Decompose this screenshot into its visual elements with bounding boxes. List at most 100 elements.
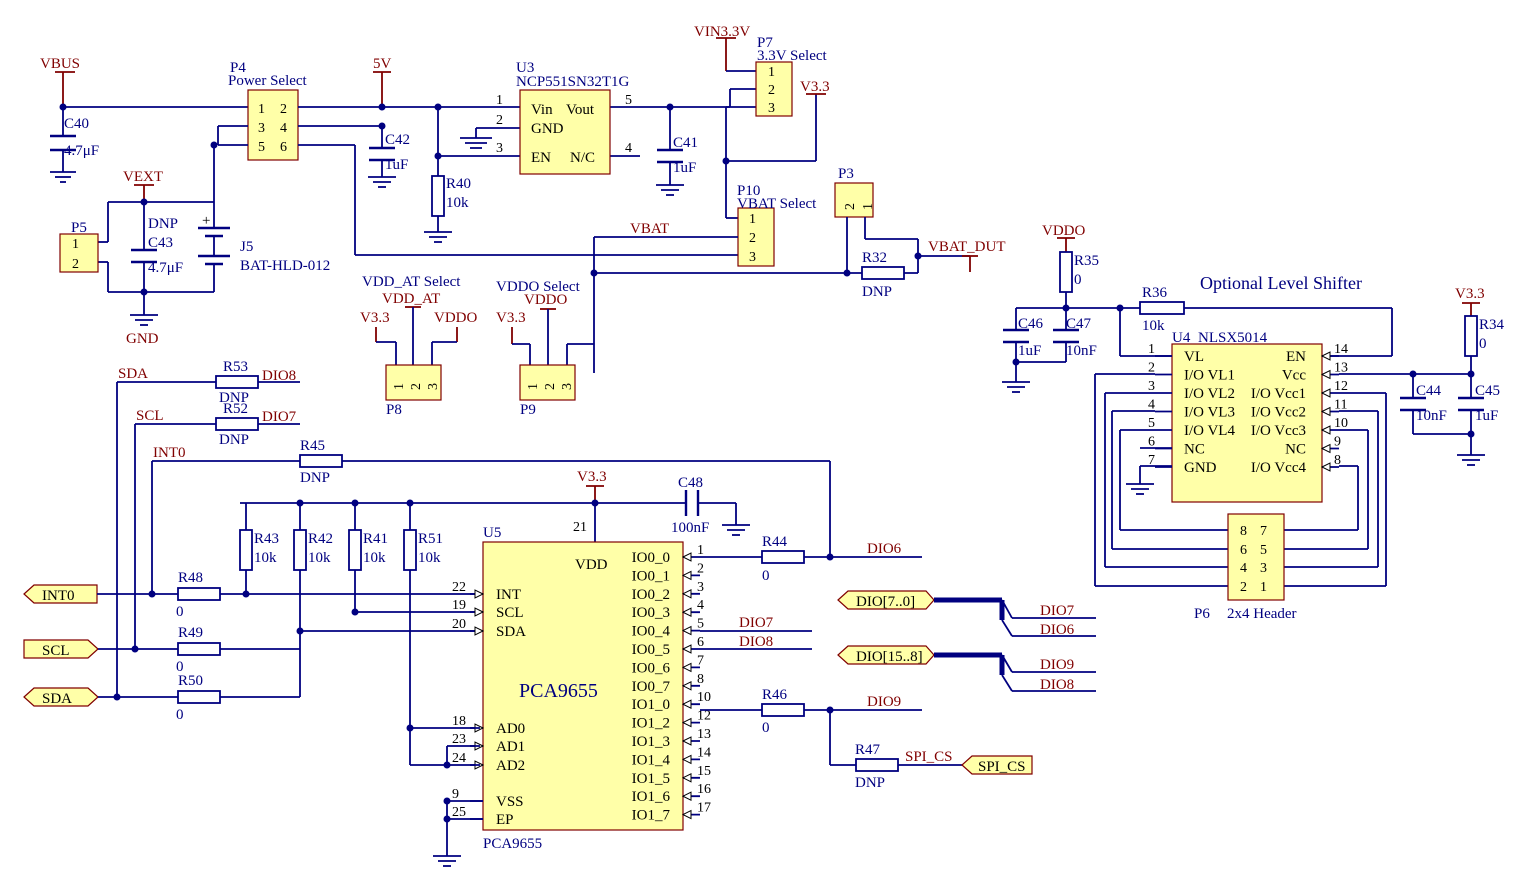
u5-pin-arrow [681,607,692,618]
u5-pin-arrow [681,570,692,581]
dio-hi-port[interactable]: DIO[15..8] [837,645,935,665]
svg-text:2: 2 [72,257,79,272]
r40-resistor: R40 10k [431,175,471,232]
svg-text:EN: EN [531,150,551,166]
u5-pin-label: IO1_4 [632,752,671,768]
svg-text:P9: P9 [520,402,536,418]
svg-text:R41: R41 [363,531,388,547]
u5-pin-number: 2 [697,561,704,576]
p8-wires [375,306,458,365]
svg-text:10k: 10k [1142,318,1165,334]
u5-pin-arrow [681,588,692,599]
svg-text:2: 2 [768,83,775,98]
svg-text:SDA: SDA [118,366,148,382]
u4-pin-arrow [1320,425,1331,435]
svg-text:0: 0 [762,568,770,584]
r51-resistor: R51 10k [403,529,443,571]
u5-pin-number: 20 [452,617,466,632]
u4-pin-label: I/O VL1 [1184,368,1235,384]
svg-text:C48: C48 [678,475,703,491]
gnd-symbol [722,524,750,536]
svg-text:R43: R43 [254,531,279,547]
svg-text:10nF: 10nF [1066,343,1097,359]
sda-port[interactable]: SDA [23,687,99,707]
u5-pin-label: SCL [496,605,524,621]
svg-text:R35: R35 [1074,253,1099,269]
u5-pin-arrow [681,772,692,783]
c41-capacitor: C41 1uF [657,107,698,185]
u5-pin-label: IO0_1 [632,568,670,584]
svg-text:DIO7: DIO7 [262,409,297,425]
svg-text:PCA9655: PCA9655 [483,836,542,852]
u5-pin-arrow [681,809,692,820]
u4-pin-number: 12 [1334,379,1348,394]
u5-pin-number: 8 [697,672,704,687]
u4-pin-number: 13 [1334,361,1348,376]
svg-text:DNP: DNP [300,470,330,486]
gnd-symbol [656,184,684,196]
u5-pin-arrow [681,644,692,654]
u5-pin-number: 7 [697,653,704,668]
svg-text:DIO7: DIO7 [1040,603,1075,619]
svg-text:0: 0 [176,707,184,723]
r35-resistor: R35 0 [1059,251,1099,293]
svg-text:1uF: 1uF [385,157,408,173]
u4-pin-label: EN [1286,349,1306,365]
svg-text:VBAT_DUT: VBAT_DUT [928,239,1006,255]
u4-pin-label: VL [1184,349,1204,365]
dio-lo-port[interactable]: DIO[7..0] [837,590,935,610]
u4-pin-label: I/O Vcc1 [1251,386,1306,402]
u5-pin-number: 24 [452,751,466,766]
c44-capacitor: C44 10nF [1400,383,1447,424]
svg-text:0: 0 [176,604,184,620]
u5-pin-arrow [474,626,485,636]
svg-text:SDA: SDA [42,691,72,707]
c46-capacitor: C46 1uF [1003,316,1044,359]
svg-text:C45: C45 [1475,383,1500,399]
u5-pin-label: VSS [496,794,524,810]
u4-pin-label: I/O VL2 [1184,386,1235,402]
r53-resistor: R53 DNP [215,359,259,406]
u5-pin-arrow [681,552,692,562]
svg-text:N/C: N/C [570,150,595,166]
vbat-label: VBAT [630,221,669,237]
svg-text:P3: P3 [838,166,854,182]
svg-text:10k: 10k [254,550,277,566]
u5-io-expander: U5 VDD 21 PCA9655 PCA9655 INT22SCL19SDA2… [452,520,711,852]
spi-cs-port[interactable]: SPI_CS [961,755,1033,775]
u4-pin-number: 4 [1148,398,1155,413]
r44-resistor: R44 0 [761,534,805,584]
svg-text:U3: U3 [516,60,534,76]
svg-text:INT0: INT0 [153,445,186,461]
svg-text:3.3V Select: 3.3V Select [757,48,828,64]
vbus-label: VBUS [40,56,80,72]
svg-text:4.7μF: 4.7μF [148,260,183,276]
svg-text:U5: U5 [483,525,501,541]
svg-text:8: 8 [1240,524,1247,539]
u4-pin-number: 10 [1334,416,1348,431]
svg-text:DIO8: DIO8 [1040,677,1074,693]
svg-text:10k: 10k [446,195,469,211]
svg-text:1: 1 [392,383,407,390]
u5-pin-number: 19 [452,598,466,613]
pullup-wires [245,503,411,765]
scl-port[interactable]: SCL [23,639,99,659]
svg-text:U4: U4 [1172,330,1191,346]
u5-pin-label: SDA [496,624,526,640]
u5-pin-number: 1 [697,543,704,558]
vddo-power-port-right: VDDO [1042,223,1085,252]
p8-header: 1 2 3 P8 [385,364,442,418]
svg-text:R44: R44 [762,534,788,550]
svg-text:10k: 10k [308,550,331,566]
u4-pin-number: 6 [1148,435,1155,450]
svg-text:+: + [202,213,210,229]
svg-text:INT0: INT0 [42,588,75,604]
int0-port[interactable]: INT0 [23,584,98,604]
svg-text:2: 2 [409,383,424,390]
p9-title: VDDO Select [496,279,581,295]
u5-pin-label: IO0_7 [632,679,671,695]
svg-text:R36: R36 [1142,285,1168,301]
u5-pin-label: AD1 [496,739,525,755]
